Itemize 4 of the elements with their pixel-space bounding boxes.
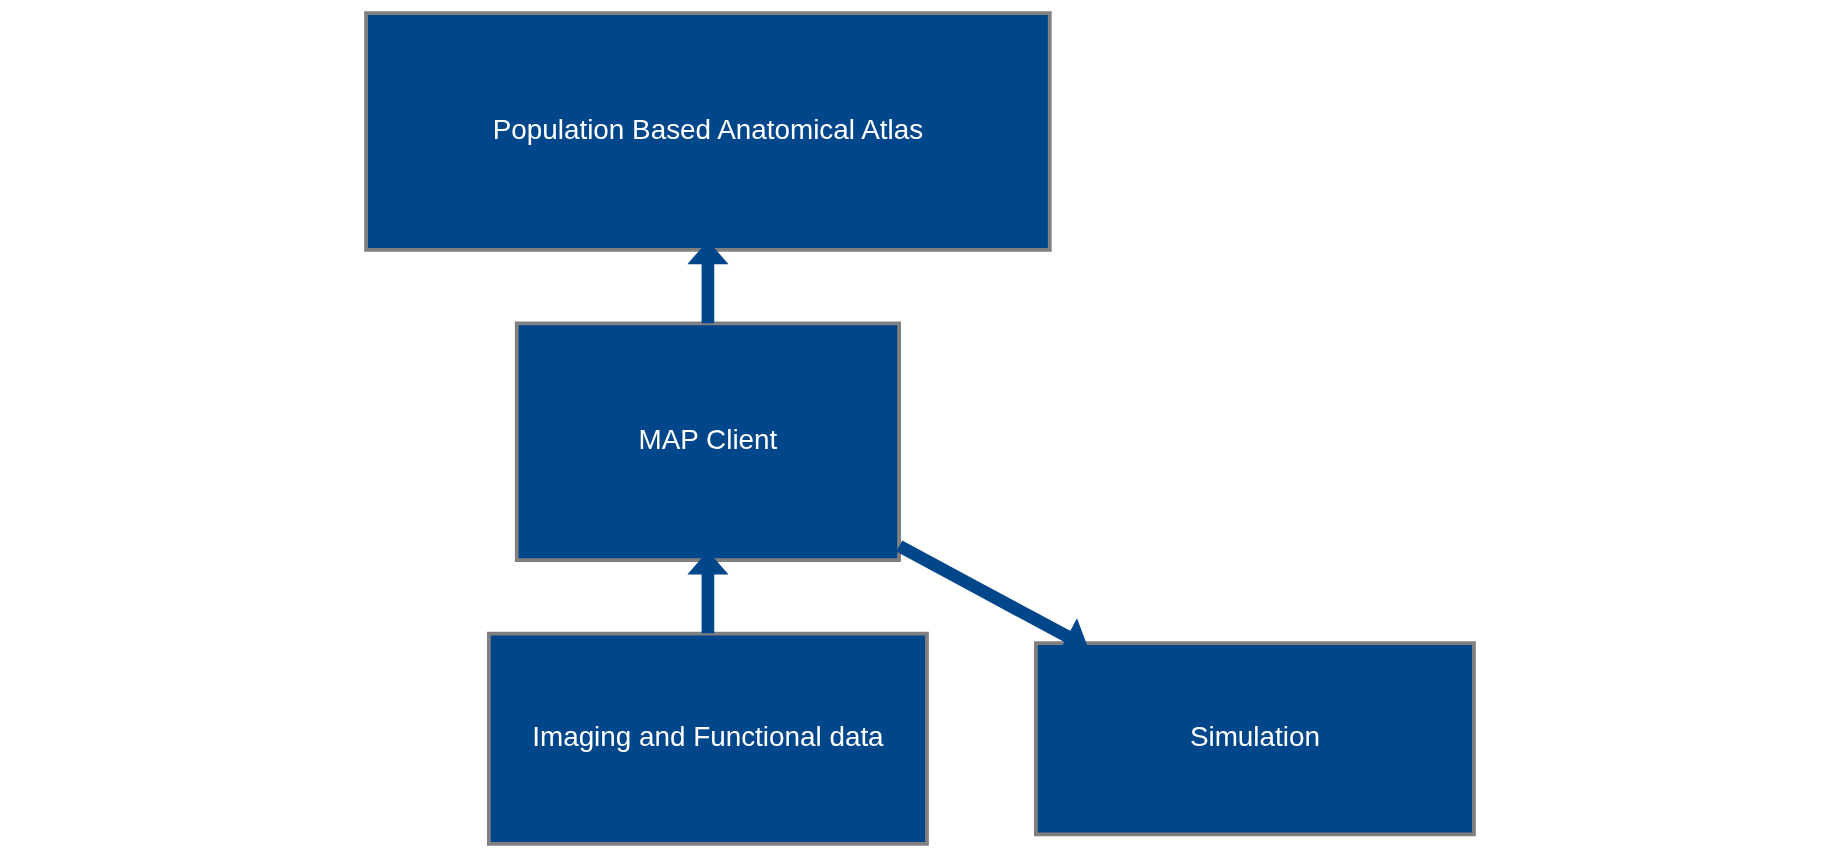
node-box: Imaging and Functional data <box>486 631 929 846</box>
node-box: Population Based Anatomical Atlas <box>363 11 1052 252</box>
node-box: MAP Client <box>514 321 901 563</box>
node-box: Simulation <box>1033 641 1476 837</box>
